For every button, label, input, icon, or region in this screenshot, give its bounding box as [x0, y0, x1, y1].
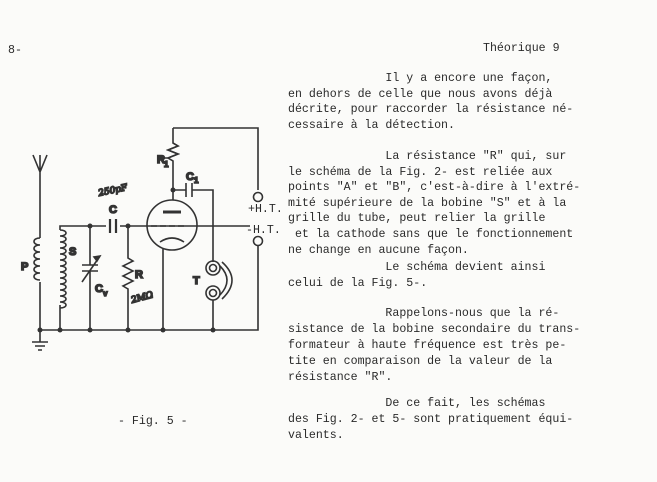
capacitor-c1 — [173, 183, 214, 262]
tuned-wire — [59, 225, 250, 330]
ground-icon — [32, 330, 48, 351]
text-line: tite en comparaison de la valeur de la — [288, 355, 553, 368]
text-line: Le schéma devient ainsi — [288, 261, 546, 274]
label-minus-ht: -H.T. — [246, 224, 281, 237]
label-c1-sub: 1 — [194, 176, 199, 185]
handwritten-capacitance: 250pF — [97, 183, 129, 199]
text-line: résistance "R". — [288, 371, 393, 384]
text-line: Il y a encore une façon, — [288, 72, 553, 85]
plus-ht-terminal — [252, 191, 264, 203]
ground-bus — [40, 246, 259, 331]
headphones-icon — [205, 260, 233, 301]
label-p: P — [21, 261, 28, 273]
label-r1: R — [157, 154, 165, 166]
text-line: décrite, pour raccorder la résistance né… — [288, 103, 574, 116]
text-line: mité supérieure de la bobine "S" et à la — [288, 197, 567, 210]
resistor-r — [121, 226, 135, 330]
antenna-icon — [32, 154, 48, 178]
figure-caption: - Fig. 5 - — [118, 415, 188, 428]
text-line: celui de la Fig. 5-. — [288, 277, 428, 290]
vacuum-tube — [146, 199, 198, 251]
label-cv: C — [95, 283, 103, 295]
label-cv-sub: v — [103, 289, 108, 298]
minus-ht-terminal — [252, 235, 264, 247]
resistor-r1 — [165, 142, 181, 190]
text-line: formateur à haute fréquence est très pe- — [288, 339, 567, 352]
label-c: C — [109, 204, 117, 216]
page-number-left: 8- — [8, 44, 22, 57]
capacitor-c — [108, 219, 118, 233]
tube-cathode — [159, 237, 185, 330]
text-line: cessaire à la détection. — [288, 119, 455, 132]
text-line: et la cathode sans que le fonctionnement — [288, 228, 574, 241]
coil-s — [59, 229, 67, 309]
label-c1: C — [186, 171, 194, 183]
page-header-right: Théorique 9 — [483, 42, 560, 55]
text-line: le schéma de la Fig. 2- est reliée aux — [288, 166, 553, 179]
text-line: points "A" et "B", c'est-à-dire à l'extr… — [288, 181, 581, 194]
variable-arrow-icon — [92, 254, 102, 263]
label-t: T — [193, 275, 200, 287]
text-line: La résistance "R" qui, sur — [288, 150, 567, 163]
coil-p — [33, 237, 41, 281]
text-line: des Fig. 2- et 5- sont pratiquement équi… — [288, 413, 574, 426]
label-r: R — [135, 269, 143, 281]
text-line: De ce fait, les schémas — [288, 397, 546, 410]
text-line: grille du tube, peut relier la grille — [288, 212, 546, 225]
label-plus-ht: +H.T. — [248, 203, 283, 216]
text-line: valents. — [288, 429, 344, 442]
label-s: S — [69, 246, 76, 258]
handwritten-resistance: 2MΩ — [129, 290, 155, 306]
text-line: sistance de la bobine secondaire du tran… — [288, 323, 581, 336]
text-line: ne change en aucune façon. — [288, 244, 469, 257]
variable-capacitor-cv — [81, 226, 101, 330]
label-r1-sub: 1 — [164, 160, 169, 169]
text-line: Rappelons-nous que la ré- — [288, 307, 560, 320]
text-line: en dehors de celle que nous avons déjà — [288, 88, 553, 101]
